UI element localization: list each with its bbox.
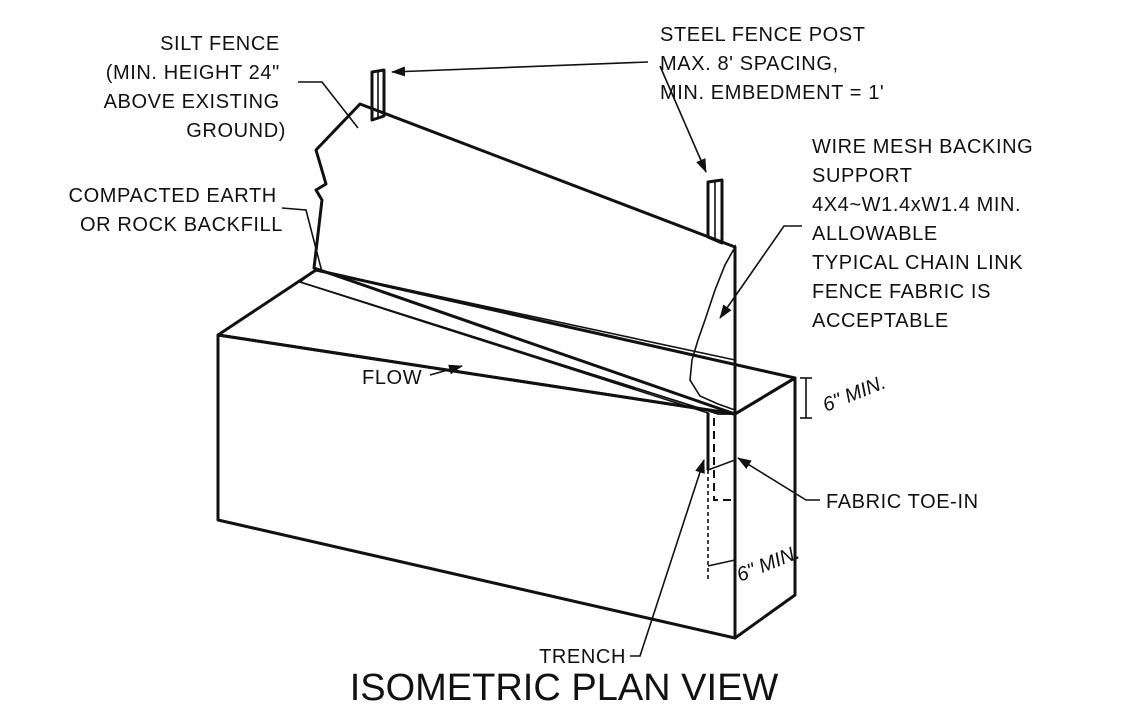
silt-fence-label: SILT FENCE (MIN. HEIGHT 24" ABOVE EXISTI… bbox=[104, 33, 286, 142]
wire-mesh-leader bbox=[719, 225, 802, 319]
toe-in-label: FABRIC TOE-IN bbox=[826, 491, 979, 513]
view-title: ISOMETRIC PLAN VIEW bbox=[350, 667, 779, 708]
silt-fence-leader bbox=[298, 81, 359, 129]
steel-post-leader-right bbox=[659, 65, 707, 173]
flow-label: FLOW bbox=[362, 367, 422, 389]
width-dim-line bbox=[707, 559, 736, 567]
trench-label: TRENCH bbox=[539, 646, 626, 668]
steel-post-left bbox=[370, 68, 386, 122]
steel-post-right bbox=[706, 178, 724, 245]
ground-front-face bbox=[216, 333, 737, 640]
wire-mesh-label: WIRE MESH BACKING SUPPORT 4X4~W1.4xW1.4 … bbox=[812, 136, 1040, 332]
toe-in-leader bbox=[737, 457, 820, 501]
width-dim-label: 6" MIN. bbox=[734, 542, 803, 587]
fabric-toe-in-line bbox=[713, 418, 735, 501]
wire-mesh-backing bbox=[689, 243, 736, 412]
ground-side-face bbox=[733, 376, 797, 640]
depth-dim-label: 6" MIN. bbox=[820, 372, 889, 417]
flow-arrow bbox=[429, 364, 463, 376]
ground-top-surface bbox=[216, 268, 797, 416]
steel-post-leader-left bbox=[391, 61, 649, 77]
steel-post-label: STEEL FENCE POST MAX. 8' SPACING, MIN. E… bbox=[660, 24, 884, 104]
backfill-label: COMPACTED EARTH OR ROCK BACKFILL bbox=[69, 185, 283, 236]
backfill-leader bbox=[281, 207, 323, 273]
trench-leader bbox=[630, 459, 705, 657]
